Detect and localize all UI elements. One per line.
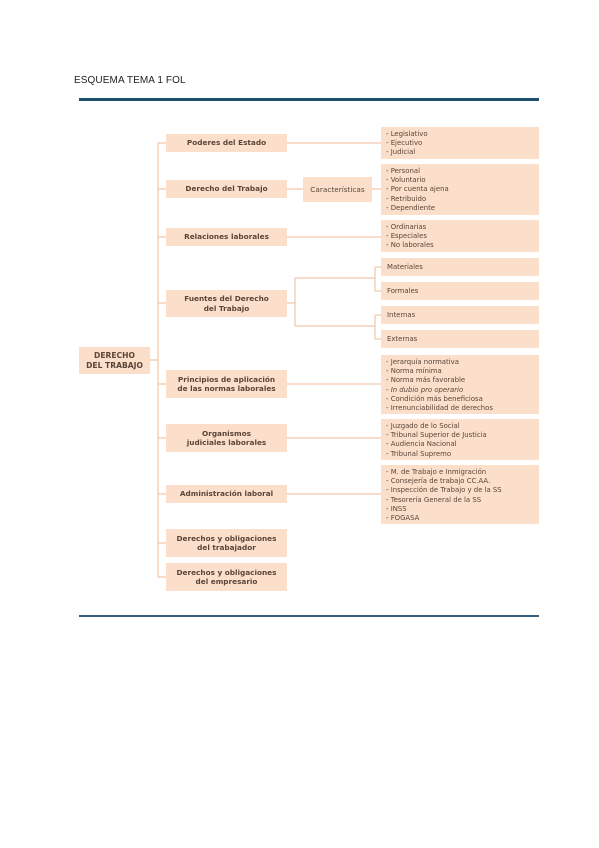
list-item-italic-text: In dubio pro operario: [390, 385, 464, 394]
list-item: Especiales: [386, 232, 539, 241]
branch-obligaciones-trabajador: Derechos y obligaciones del trabajador: [166, 529, 287, 557]
top-divider: [79, 98, 539, 101]
list-item: Irrenunciabilidad de derechos: [386, 404, 539, 413]
list-organismos: Juzgado de lo Social Tribunal Superior d…: [381, 419, 539, 460]
list-item: Condición más beneficiosa: [386, 395, 539, 404]
list-item: Por cuenta ajena: [386, 185, 539, 194]
list-item: No laborales: [386, 241, 539, 250]
list-item: Voluntario: [386, 176, 539, 185]
list-derecho: Personal Voluntario Por cuenta ajena Ret…: [381, 164, 539, 215]
list-item: Inspección de Trabajo y de la SS: [386, 486, 539, 495]
list-relaciones: Ordinarias Especiales No laborales: [381, 220, 539, 252]
document-title: ESQUEMA TEMA 1 FOL: [74, 75, 186, 86]
list-item: Juzgado de lo Social: [386, 422, 539, 431]
list-administracion: M. de Trabajo e Inmigración Consejería d…: [381, 465, 539, 524]
list-item: Jerarquía normativa: [386, 358, 539, 367]
list-item: Judicial: [386, 148, 539, 157]
branch-poderes-del-estado: Poderes del Estado: [166, 134, 287, 152]
list-item: In dubio pro operario: [386, 386, 539, 395]
branch-derecho-del-trabajo: Derecho del Trabajo: [166, 180, 287, 198]
list-item: INSS: [386, 505, 539, 514]
branch-organismos-judiciales: Organismos judiciales laborales: [166, 424, 287, 452]
branch-administracion-laboral: Administración laboral: [166, 485, 287, 503]
list-item: Norma más favorable: [386, 376, 539, 385]
list-item: M. de Trabajo e Inmigración: [386, 468, 539, 477]
fuentes-formales: Formales: [381, 282, 539, 300]
list-poderes: Legislativo Ejecutivo Judicial: [381, 127, 539, 159]
branch-relaciones-laborales: Relaciones laborales: [166, 228, 287, 246]
root-box-derecho-del-trabajo: DERECHO DEL TRABAJO: [79, 347, 150, 374]
list-item: Audiencia Nacional: [386, 440, 539, 449]
branch-principios-de-aplicacion: Principios de aplicación de las normas l…: [166, 370, 287, 398]
list-item: Ordinarias: [386, 223, 539, 232]
list-item: Ejecutivo: [386, 139, 539, 148]
list-item: Tribunal Supremo: [386, 450, 539, 459]
fuentes-internas: Internas: [381, 306, 539, 324]
fuentes-materiales: Materiales: [381, 258, 539, 276]
list-item: Dependiente: [386, 204, 539, 213]
list-item: FOGASA: [386, 514, 539, 523]
caracteristicas-box: Características: [303, 177, 372, 202]
list-principios: Jerarquía normativa Norma mínima Norma m…: [381, 355, 539, 414]
branch-fuentes-del-derecho: Fuentes del Derecho del Trabajo: [166, 290, 287, 317]
branch-obligaciones-empresario: Derechos y obligaciones del empresario: [166, 563, 287, 591]
list-item: Tribunal Superior de Justicia: [386, 431, 539, 440]
list-item: Legislativo: [386, 130, 539, 139]
list-item: Tesorería General de la SS: [386, 496, 539, 505]
list-item: Retribuido: [386, 195, 539, 204]
list-item: Personal: [386, 167, 539, 176]
list-item: Norma mínima: [386, 367, 539, 376]
list-item: Consejería de trabajo CC.AA.: [386, 477, 539, 486]
bottom-divider: [79, 615, 539, 617]
fuentes-externas: Externas: [381, 330, 539, 348]
